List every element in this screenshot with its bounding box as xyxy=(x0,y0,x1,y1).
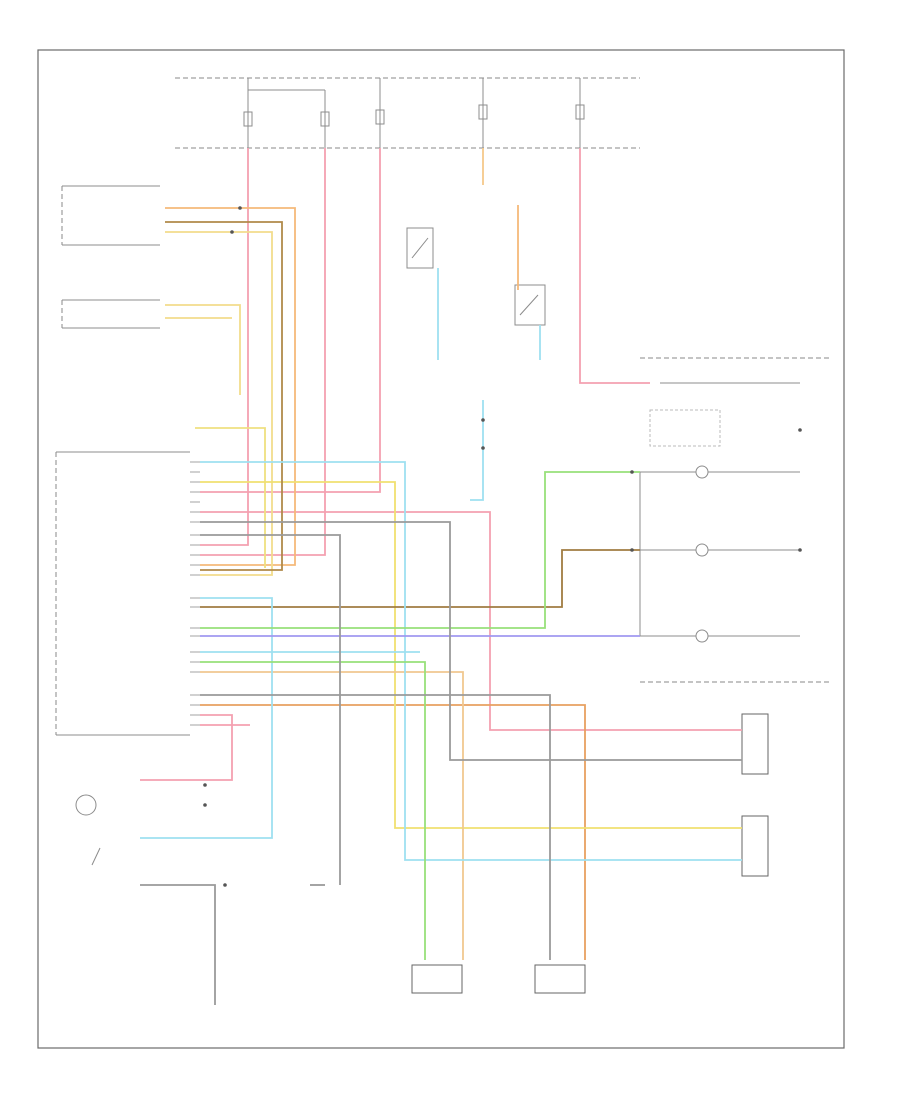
rr-wheel-sensor-icon xyxy=(741,815,769,877)
abs-warning-lamp-icon xyxy=(695,465,709,479)
fuse-group-4 xyxy=(575,78,585,148)
brake-warning-lamp-icon xyxy=(695,543,709,557)
abs-module-box xyxy=(55,451,190,736)
junction-dots xyxy=(203,206,802,887)
wire-green-1 xyxy=(200,471,640,629)
wire-green-2 xyxy=(200,661,426,960)
lr-wheel-sensor-icon xyxy=(741,713,769,775)
wire-tan-2 xyxy=(165,304,241,395)
wire-brown-2 xyxy=(200,549,640,608)
rf-wheel-sensor-icon xyxy=(411,964,463,994)
stop-lamp-switch-box xyxy=(406,227,434,269)
wire-orange-1 xyxy=(165,207,296,566)
wire-grey-4 xyxy=(140,884,216,1005)
wire-brown-1 xyxy=(165,221,283,571)
wire-pink-6 xyxy=(140,714,233,781)
wire-cyan-1 xyxy=(200,461,742,861)
wire-grey-2 xyxy=(200,694,551,960)
wire-tan-4 xyxy=(195,427,266,568)
wire-pink-4 xyxy=(579,148,650,384)
wire-pink-5 xyxy=(200,511,742,731)
ecm-connector xyxy=(61,185,160,246)
fuse-group-3 xyxy=(478,78,488,148)
wire-tan-1 xyxy=(165,231,273,576)
traction-switch-icon xyxy=(75,794,97,816)
wire-pink-2 xyxy=(200,148,326,556)
wire-tan-5 xyxy=(200,671,464,960)
wire-orange-4 xyxy=(200,704,586,960)
brake-lamp-switch-box xyxy=(514,284,546,326)
stop-lamp-switch-contact xyxy=(411,237,429,259)
wire-grey-1 xyxy=(200,534,341,885)
fuse-group-2 xyxy=(375,78,385,148)
wire-yellow-1 xyxy=(200,481,742,829)
cluster-sub-box xyxy=(649,409,721,447)
abs-module-pins xyxy=(190,461,200,726)
wire-cyan-5 xyxy=(470,400,484,501)
wire-pink-1 xyxy=(200,148,249,546)
tcs-indicator-lamp-icon xyxy=(695,629,709,643)
fuse-group-1 xyxy=(243,78,330,148)
wire-pink-3 xyxy=(200,148,381,493)
wire-cyan-2 xyxy=(140,597,273,839)
wire-grey-3 xyxy=(200,521,742,761)
tcm-connector xyxy=(61,299,160,329)
lf-wheel-sensor-icon xyxy=(534,964,586,994)
traction-switch-contact xyxy=(91,847,101,866)
brake-lamp-switch-contact xyxy=(519,294,539,316)
diagram-frame xyxy=(37,49,845,1049)
